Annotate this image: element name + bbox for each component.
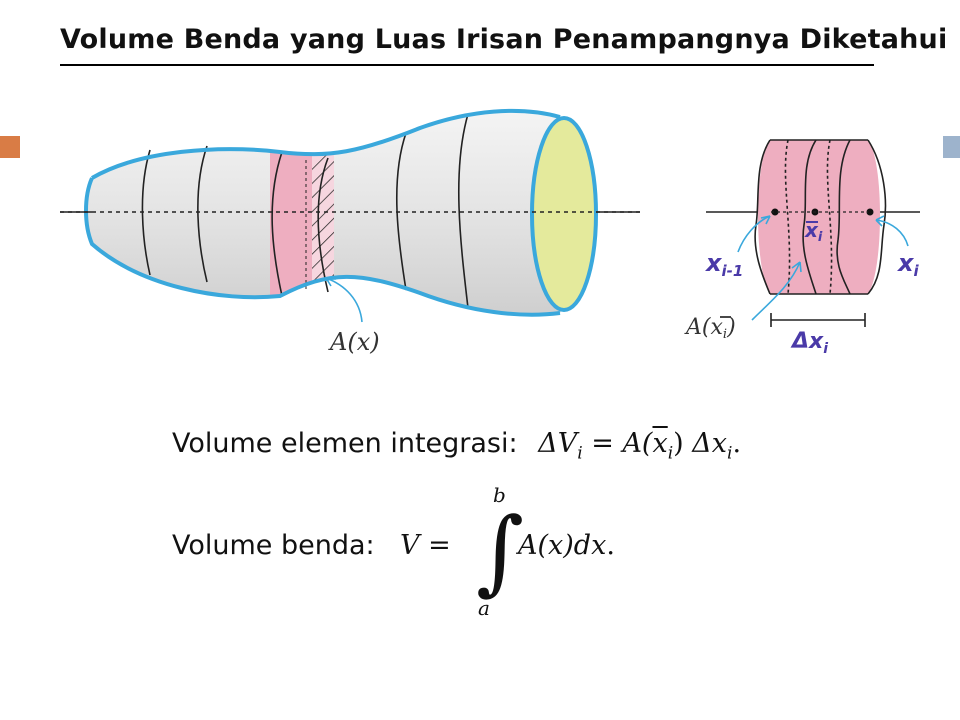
cross-section-lines (141, 113, 469, 309)
volume-element-formula: ΔVi = A(xi) Δxi. (538, 428, 742, 464)
equation-volume-element: Volume elemen integrasi: ΔVi = A(xi) Δxi… (172, 428, 741, 463)
slab-element-figure: xi-1 xi xi A(xi) Δxi (684, 139, 920, 357)
label-x-i-minus-1: xi-1 (705, 249, 743, 280)
area-label: A(x) (328, 328, 380, 356)
label-delta-x-i: Δxi (790, 329, 828, 357)
volume-lhs: V = (400, 530, 451, 561)
hatched-slice (312, 110, 334, 315)
title-underline (60, 64, 874, 66)
volume-element-text: Volume elemen integrasi: (172, 428, 518, 459)
label-area-xbar: A(xi) (684, 315, 736, 342)
right-accent-square (943, 136, 960, 158)
left-accent-square (0, 136, 20, 158)
area-pointer-arrow (325, 277, 363, 323)
integral-sign: ∫ (476, 498, 524, 605)
label-x-i: xi (897, 249, 919, 280)
label-x-bar-i: xi (804, 218, 823, 245)
solid-body-figure: A(x) (60, 108, 640, 356)
integral-upper-limit: b (493, 483, 506, 507)
end-cap (530, 116, 598, 312)
page-title: Volume Benda yang Luas Irisan Penampangn… (60, 24, 948, 55)
slab-body (758, 140, 880, 294)
integrand: A(x)dx. (518, 530, 615, 561)
volume-benda-text: Volume benda: (172, 530, 375, 561)
integral-lower-limit: a (478, 596, 490, 620)
solid-outline (84, 108, 561, 317)
